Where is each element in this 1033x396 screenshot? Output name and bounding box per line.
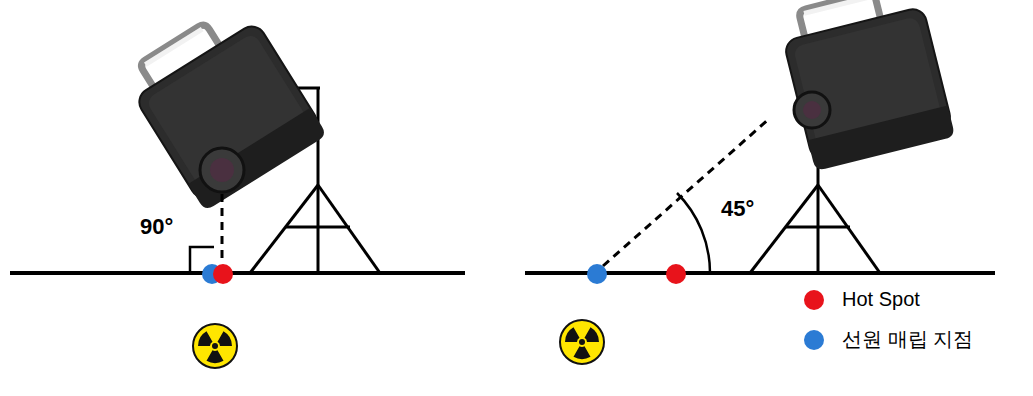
legend-row: Hot Spot (804, 288, 920, 311)
legend-swatch (804, 330, 824, 350)
legend-text: 선원 매립 지점 (842, 326, 973, 353)
legend-row: 선원 매립 지점 (804, 326, 973, 353)
legend-text: Hot Spot (842, 288, 920, 311)
angle-label: 90° (140, 214, 173, 240)
legend-swatch (804, 290, 824, 310)
angle-label: 45° (721, 196, 754, 222)
